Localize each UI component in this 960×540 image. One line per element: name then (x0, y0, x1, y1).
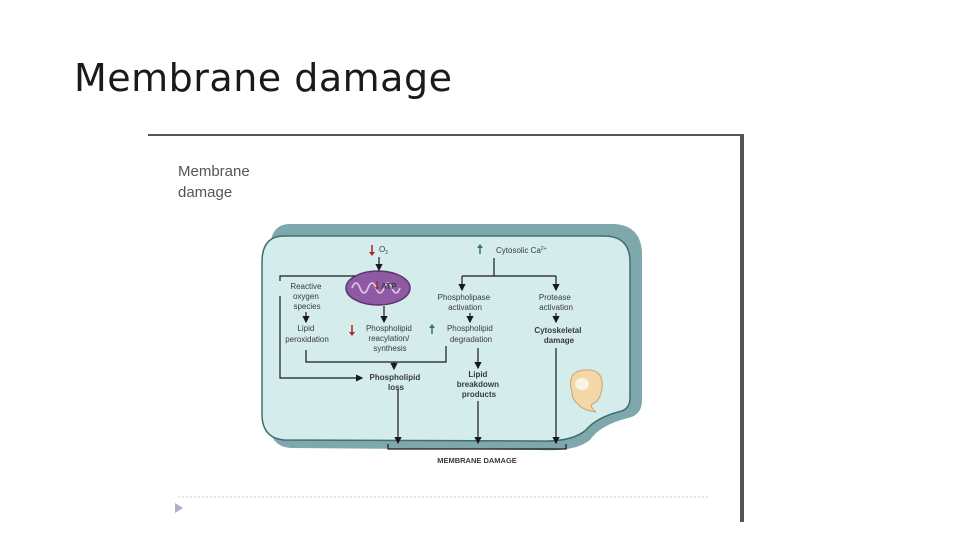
flow-arrows (279, 257, 567, 450)
protease-activation-label: Protease activation (539, 293, 573, 312)
figure-heading-line1: Membrane (178, 163, 250, 180)
o2-label: O2 (379, 245, 388, 256)
atp-down-arrow-icon (375, 281, 379, 290)
figure-heading-line2: damage (178, 184, 232, 201)
lipid-peroxidation-label: Lipid peroxidation (285, 324, 329, 344)
atp-label: ATP (381, 282, 397, 291)
slide-title: Membrane damage (74, 56, 453, 100)
nucleus-icon (570, 369, 603, 413)
membrane-damage-label: MEMBRANE DAMAGE (437, 456, 517, 465)
lipid-breakdown-label: Lipid breakdown products (457, 370, 501, 399)
figure-heading: Membrane damage (178, 163, 254, 201)
phospholipase-activation-label: Phospholipase activation (438, 293, 493, 312)
calcium-up-arrow-icon (477, 244, 483, 254)
next-slide-arrow-icon[interactable] (175, 503, 183, 513)
reacylation-down-arrow-icon (349, 325, 355, 336)
degradation-up-arrow-icon (429, 324, 435, 334)
cytosolic-calcium-label: Cytosolic Ca2+ (496, 246, 547, 255)
o2-down-arrow-icon (369, 245, 375, 256)
cytoskeletal-damage-label: Cytoskeletal damage (534, 326, 583, 345)
phospholipid-reacylation-label: Phospholipid reacylation/ synthesis (366, 324, 414, 353)
phospholipid-degradation-label: Phospholipid degradation (447, 324, 495, 344)
phospholipid-loss-label: Phospholipid loss (370, 373, 423, 392)
ros-label: Reactive oxygen species (290, 282, 323, 311)
